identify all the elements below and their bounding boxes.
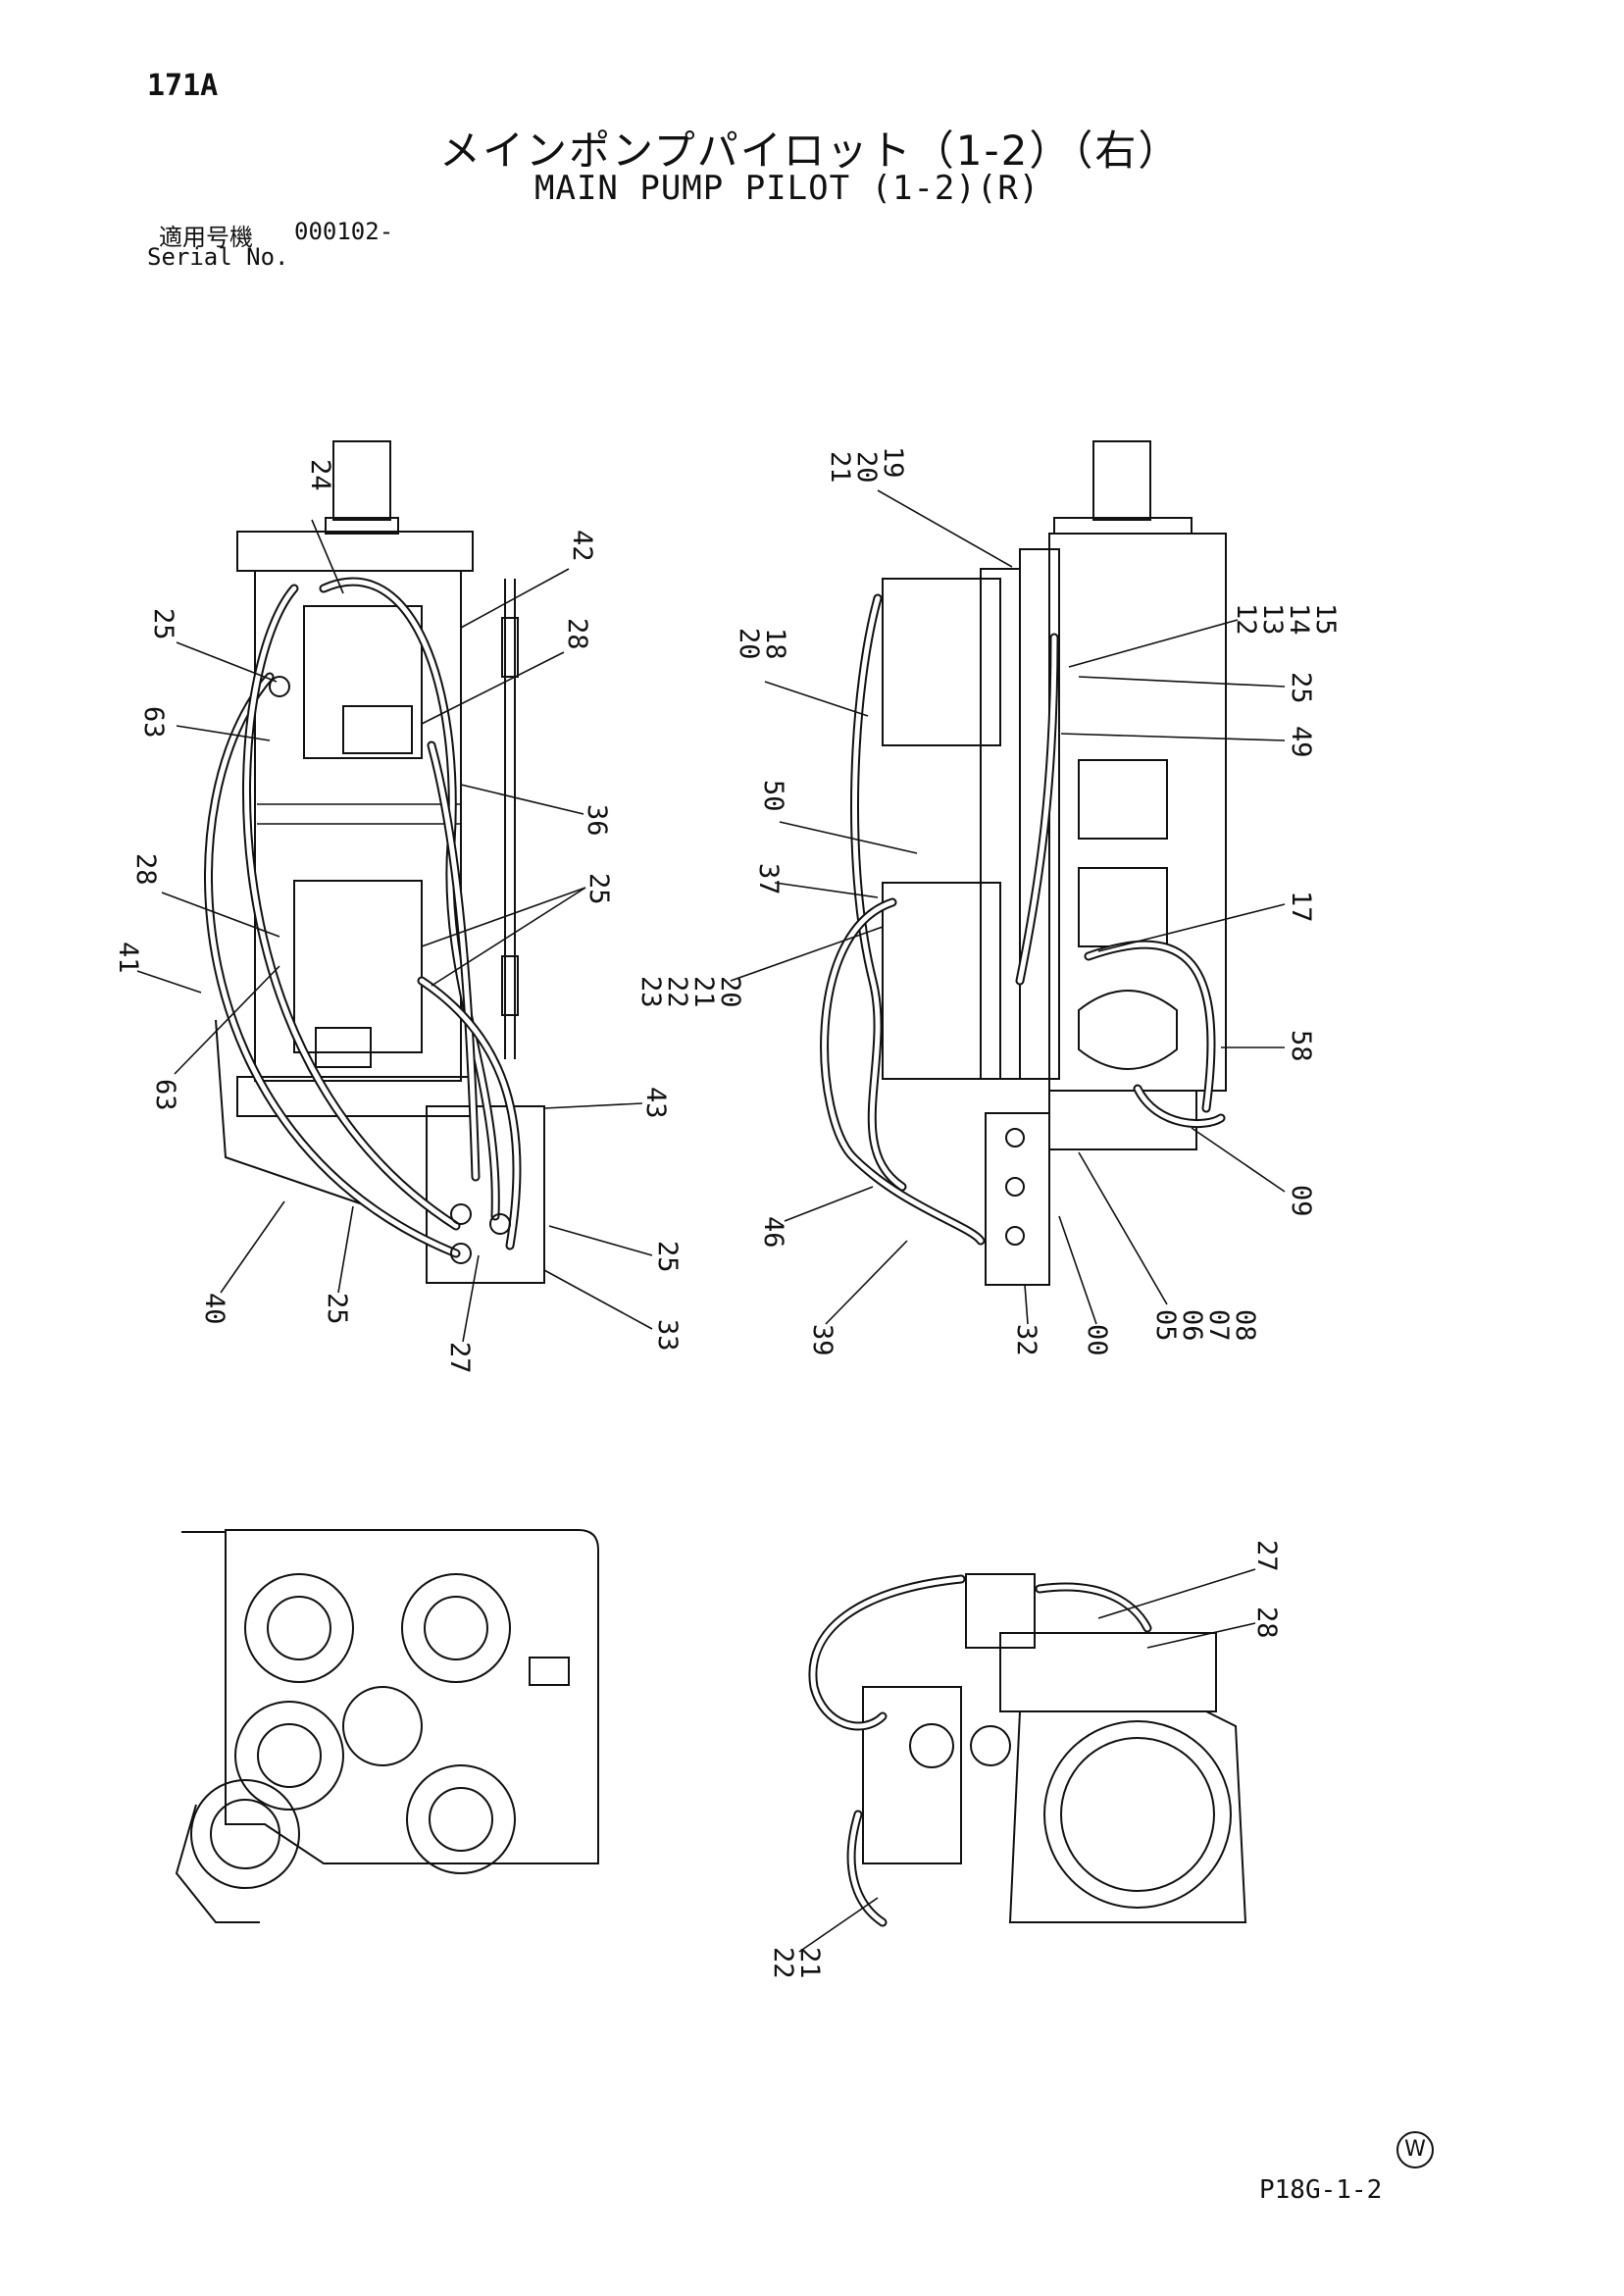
callout-22: 22 xyxy=(768,1947,798,1979)
title-english: MAIN PUMP PILOT (1-2)(R) xyxy=(534,169,1040,208)
callout-05: 05 xyxy=(1150,1309,1181,1342)
callout-00: 00 xyxy=(1082,1324,1112,1356)
callout-14: 14 xyxy=(1284,603,1314,636)
serial-label-japanese: 適用号機 xyxy=(159,224,253,251)
callout-36: 36 xyxy=(582,804,612,837)
callout-27: 27 xyxy=(1251,1540,1282,1572)
callout-20: 20 xyxy=(734,628,764,660)
callout-25: 25 xyxy=(1286,672,1316,704)
callout-63: 63 xyxy=(150,1079,180,1111)
callout-12: 12 xyxy=(1231,603,1261,636)
callout-08: 08 xyxy=(1230,1309,1260,1342)
callout-21: 21 xyxy=(794,1947,825,1979)
callout-50: 50 xyxy=(758,780,788,812)
callout-23: 23 xyxy=(635,976,666,1008)
callout-24: 24 xyxy=(305,459,335,491)
view-right-pump xyxy=(820,440,1227,1286)
callout-32: 32 xyxy=(1011,1324,1041,1356)
hoses-right xyxy=(820,593,1226,1246)
page-number: 171A xyxy=(147,69,219,103)
callout-20: 20 xyxy=(715,976,745,1008)
callout-40: 40 xyxy=(199,1293,229,1325)
callout-25: 25 xyxy=(584,873,614,905)
callout-25: 25 xyxy=(322,1293,352,1325)
callout-27: 27 xyxy=(444,1342,475,1374)
callout-58: 58 xyxy=(1286,1030,1316,1062)
callout-19: 19 xyxy=(878,446,908,479)
callout-09: 09 xyxy=(1286,1185,1316,1217)
callout-21: 21 xyxy=(688,976,719,1008)
view-bottom-right-pump xyxy=(808,1573,1247,1927)
callouts-bottom-right: 27 28 22 21 xyxy=(768,1540,1282,1979)
callout-33: 33 xyxy=(652,1319,683,1352)
view-bottom-left-pump xyxy=(175,1529,599,1923)
serial-number-value: 000102- xyxy=(294,218,394,245)
callout-22: 22 xyxy=(662,976,692,1008)
callout-15: 15 xyxy=(1310,603,1341,636)
callout-28: 28 xyxy=(1251,1607,1282,1639)
hoses-left xyxy=(204,577,522,1258)
view-left-pump xyxy=(204,440,545,1284)
callout-18: 18 xyxy=(760,628,790,660)
serial-label-english: Serial No. xyxy=(147,243,289,271)
callout-46: 46 xyxy=(758,1216,788,1249)
callout-20: 20 xyxy=(851,451,882,484)
callout-49: 49 xyxy=(1286,726,1316,758)
callout-07: 07 xyxy=(1203,1309,1234,1342)
callout-39: 39 xyxy=(807,1324,837,1356)
callouts-left: 24 42 25 28 63 36 28 25 41 63 43 40 25 2… xyxy=(113,459,683,1374)
callout-42: 42 xyxy=(567,530,597,562)
callout-28: 28 xyxy=(130,853,161,886)
callout-37: 37 xyxy=(753,863,784,895)
callouts-right: 21 20 19 12 13 14 15 20 18 25 49 50 37 1… xyxy=(635,446,1341,1356)
callout-63: 63 xyxy=(138,706,169,739)
callout-17: 17 xyxy=(1286,891,1316,923)
callout-21: 21 xyxy=(825,451,855,484)
title-japanese: メインポンプパイロット（1-2）（右） xyxy=(439,127,1182,175)
callout-06: 06 xyxy=(1177,1309,1207,1342)
figure-reference: P18G-1-2 xyxy=(1259,2175,1383,2205)
callout-41: 41 xyxy=(113,942,143,974)
callout-25: 25 xyxy=(148,608,178,640)
callout-25: 25 xyxy=(652,1241,683,1273)
watermark-w-icon: W xyxy=(1396,2131,1434,2168)
callout-28: 28 xyxy=(562,618,592,650)
callout-43: 43 xyxy=(640,1087,671,1119)
callout-13: 13 xyxy=(1257,603,1288,636)
